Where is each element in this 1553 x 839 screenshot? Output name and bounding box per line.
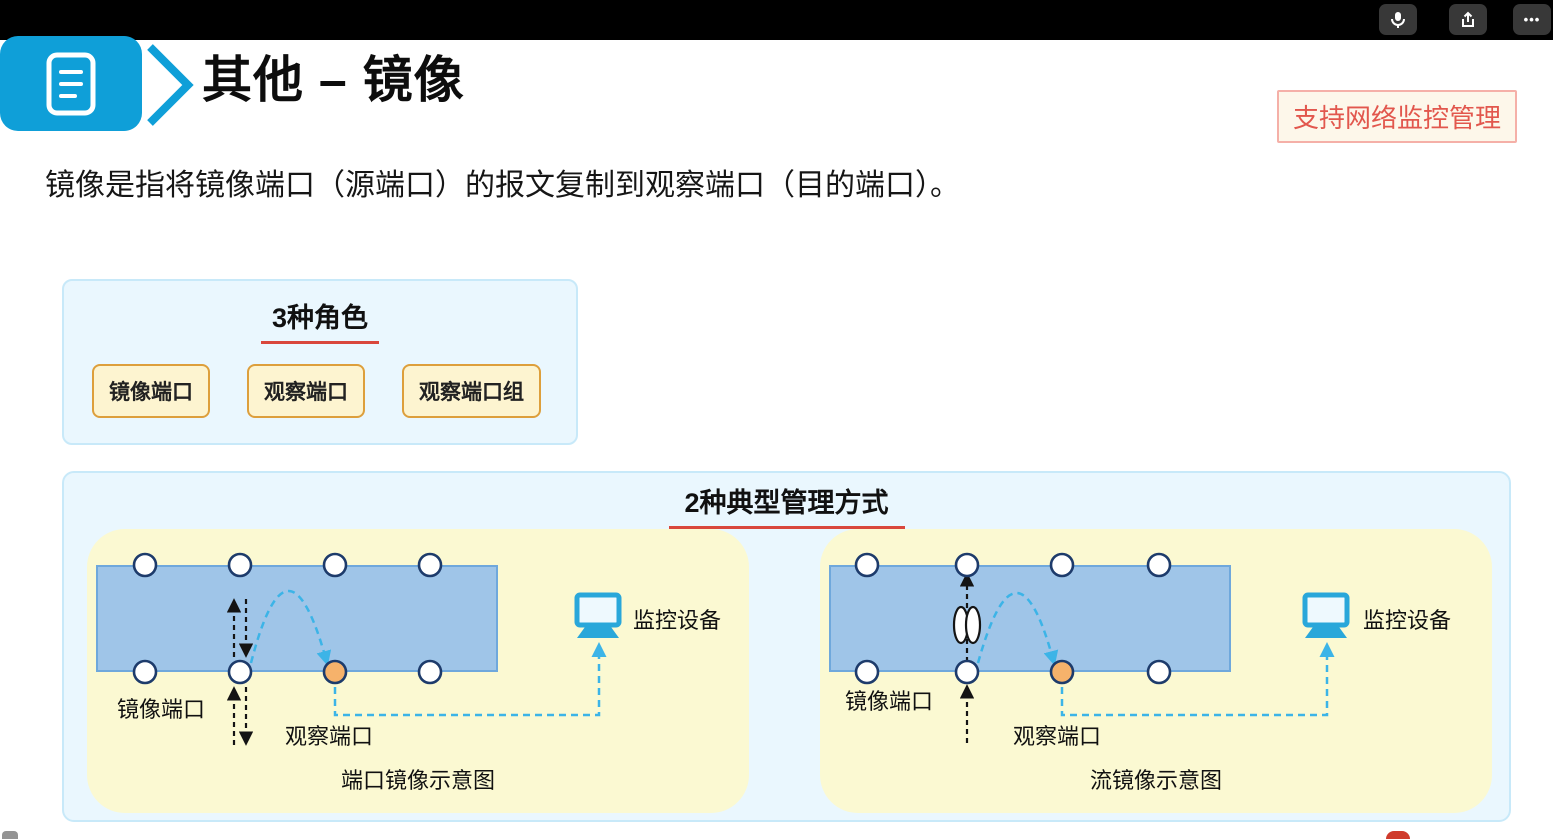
role-chip-observe-port: 观察端口: [247, 364, 365, 418]
support-badge: 支持网络监控管理: [1276, 90, 1517, 143]
popout-icon: [1462, 11, 1474, 27]
switch-ports: [854, 552, 1172, 685]
mirror-copy-arc: [976, 592, 1059, 666]
roles-row: 镜像端口 观察端口 观察端口组: [64, 344, 576, 418]
intro-text: 镜像是指将镜像端口（源端口）的报文复制到观察端口（目的端口）。: [45, 169, 960, 202]
monitor-link: [1060, 642, 1335, 717]
more-button[interactable]: •••: [1513, 4, 1551, 35]
observe-port-label: 观察端口: [1013, 724, 1102, 749]
more-icon: •••: [1523, 12, 1541, 27]
observe-port-circle: [322, 659, 348, 685]
port-mirror-diagram: [96, 552, 622, 746]
mirror-port-circle: [954, 659, 980, 685]
bottom-left-partial-icon: [2, 831, 18, 839]
flow-mirror-diagram: [829, 552, 1350, 743]
role-chip-mirror-port: 镜像端口: [92, 364, 210, 418]
monitor-label: 监控设备: [633, 608, 722, 633]
mirror-traffic-arrows: [226, 598, 254, 746]
flow-classifier-icon: [952, 605, 982, 645]
role-chip-observe-port-group: 观察端口组: [402, 364, 541, 418]
roles-box: 3种角色 镜像端口 观察端口 观察端口组: [62, 279, 578, 445]
port-mirror-caption: 端口镜像示意图: [340, 768, 495, 793]
roles-title-underline: [261, 341, 379, 344]
roles-title: 3种角色: [271, 303, 369, 333]
port-mirror-panel: 镜像端口 观察端口 监控设备 端口镜像示意图: [87, 529, 749, 813]
monitor-icon: [574, 592, 622, 638]
mirror-port-circle: [227, 659, 253, 685]
voice-icon: [1391, 11, 1405, 28]
switch-ports: [132, 552, 443, 685]
vendor-logo-partial: [1386, 831, 1410, 839]
mirror-copy-arc: [249, 590, 332, 666]
flow-mirror-caption: 流镜像示意图: [1089, 768, 1222, 793]
monitor-link: [333, 642, 607, 717]
chevron-icon: [147, 44, 194, 126]
mirror-port-label: 镜像端口: [117, 697, 206, 722]
monitor-label: 监控设备: [1363, 608, 1452, 633]
switch-body: [96, 565, 498, 672]
methods-box: 2种典型管理方式: [62, 471, 1511, 822]
observe-port-label: 观察端口: [285, 724, 374, 749]
observe-port-circle: [1049, 659, 1075, 685]
voice-button[interactable]: [1379, 4, 1417, 35]
methods-title: 2种典型管理方式: [684, 488, 889, 518]
mirror-port-label: 镜像端口: [845, 689, 934, 714]
monitor-icon: [1302, 592, 1350, 638]
flow-mirror-panel: 镜像端口 观察端口 监控设备 流镜像示意图: [820, 529, 1492, 813]
page-title: 其他 – 镜像: [202, 52, 465, 108]
doc-badge: [0, 36, 142, 131]
document-icon: [46, 52, 96, 115]
popout-button[interactable]: [1449, 4, 1487, 35]
methods-title-underline: [668, 526, 905, 529]
switch-body: [829, 565, 1231, 672]
video-topbar: •••: [0, 0, 1553, 40]
